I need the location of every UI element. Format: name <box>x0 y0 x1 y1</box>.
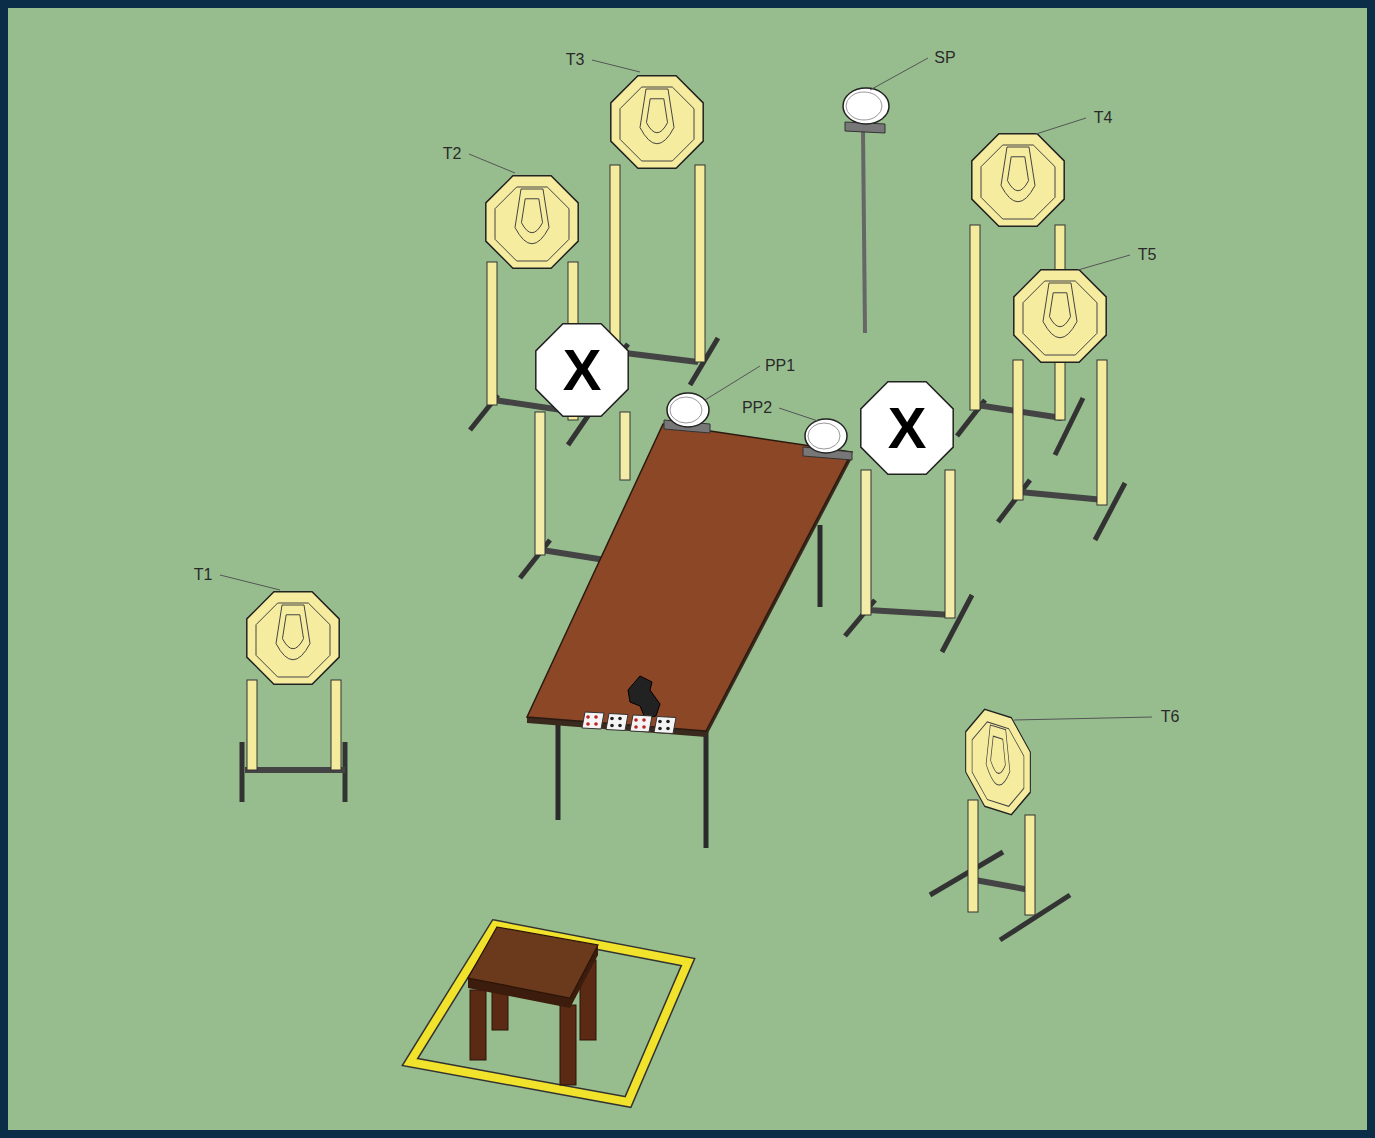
steel-target <box>930 703 1070 940</box>
target-post <box>968 800 978 912</box>
stand-bar <box>1020 492 1104 500</box>
shooting-box <box>410 925 688 1102</box>
no-shoot-mark: X <box>563 341 602 399</box>
leader-line <box>469 154 515 173</box>
target-plate <box>247 592 339 684</box>
stand-bar <box>975 880 1030 890</box>
callout-label: T1 <box>194 567 213 583</box>
stand-bar <box>704 730 709 848</box>
callout-label: T3 <box>566 52 585 68</box>
stand-bar <box>617 352 698 362</box>
target-post <box>331 680 341 770</box>
target-post <box>487 262 497 405</box>
playing-card <box>630 715 652 732</box>
leader-line <box>779 408 818 421</box>
target-post <box>945 470 955 618</box>
callout-label: T4 <box>1094 110 1113 126</box>
playing-card <box>654 717 676 734</box>
target-post <box>861 470 871 615</box>
callout-label: T5 <box>1138 247 1157 263</box>
callout-label: PP2 <box>742 400 772 416</box>
target-plate <box>486 176 578 268</box>
stand-bar <box>818 525 823 607</box>
no-shoot-mark: X <box>888 399 927 457</box>
target-post <box>970 225 980 410</box>
target-post <box>247 680 257 770</box>
stand-bar <box>240 742 245 802</box>
playing-card <box>606 714 628 731</box>
target-post <box>695 165 705 362</box>
ground <box>8 8 1367 1130</box>
popper <box>803 419 852 460</box>
target-plate <box>861 382 953 474</box>
playing-card <box>582 712 604 729</box>
callout-label: T2 <box>443 146 462 162</box>
steel-target <box>998 270 1125 540</box>
leader-line <box>705 366 760 400</box>
leader-line <box>1014 717 1152 720</box>
leader-line <box>870 58 928 90</box>
leader-line <box>220 575 280 590</box>
target-plate <box>611 76 703 168</box>
pistol <box>628 676 660 718</box>
popper-pole <box>863 128 865 333</box>
target-post <box>610 165 620 362</box>
popper <box>664 393 710 433</box>
leader-line <box>592 60 640 72</box>
no-shoot-target <box>845 382 972 652</box>
stand-bar <box>542 550 605 560</box>
table <box>527 424 852 848</box>
target-post <box>1025 815 1035 915</box>
stand-bar <box>245 767 345 773</box>
stand-bar <box>868 610 952 615</box>
target-post <box>1097 360 1107 505</box>
callout-label: PP1 <box>765 358 795 374</box>
target-post <box>1013 360 1023 500</box>
leader-line <box>1078 255 1130 270</box>
leader-line <box>1036 118 1086 134</box>
steel-target <box>242 592 345 802</box>
callout-label: T6 <box>1161 709 1180 725</box>
popper <box>843 88 889 133</box>
target-plate <box>1014 270 1106 362</box>
callout-label: SP <box>934 50 955 66</box>
stool <box>468 927 598 1085</box>
steel-target <box>600 76 718 385</box>
target-plate <box>536 324 628 416</box>
stand-bar <box>930 852 1003 895</box>
stand-bar <box>556 718 561 820</box>
target-post <box>620 412 630 480</box>
target-plate <box>972 134 1064 226</box>
target-post <box>535 412 545 555</box>
target-plate <box>966 703 1031 820</box>
